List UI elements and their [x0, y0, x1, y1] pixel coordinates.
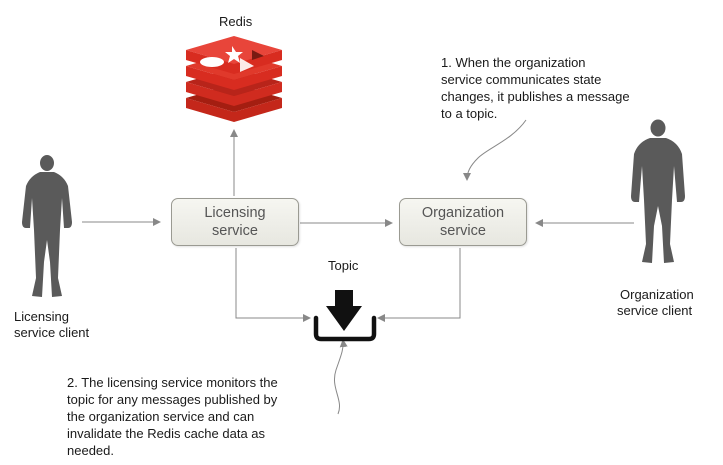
redis-label: Redis [219, 14, 253, 29]
organization-service-box[interactable]: Organization service [399, 198, 527, 246]
licensing-client-label-line2: service client [14, 325, 90, 340]
topic-label: Topic [328, 258, 359, 273]
licensing-client-label-line1: Licensing [14, 309, 69, 324]
organization-client-label-line2: service client [617, 303, 693, 318]
connectors [82, 119, 634, 415]
person-icon [631, 119, 685, 263]
organization-client-label-line1: Organization [620, 287, 694, 302]
note-organization-publishes: 1. When the organization service communi… [441, 55, 630, 121]
arrow-licensing-to-topic [235, 248, 311, 322]
arrow-organization-to-topic [377, 248, 461, 322]
note-licensing-monitors: 2. The licensing service monitors the to… [67, 375, 278, 458]
topic-download-icon [313, 290, 377, 342]
person-icon [22, 155, 72, 297]
licensing-service-label: Licensing service [204, 205, 266, 239]
note2-pointer [334, 339, 348, 415]
licensing-service-box[interactable]: Licensing service [171, 198, 299, 246]
redis-logo-icon [186, 36, 282, 122]
organization-service-label: Organization service [421, 205, 505, 239]
note1-pointer [463, 119, 527, 181]
